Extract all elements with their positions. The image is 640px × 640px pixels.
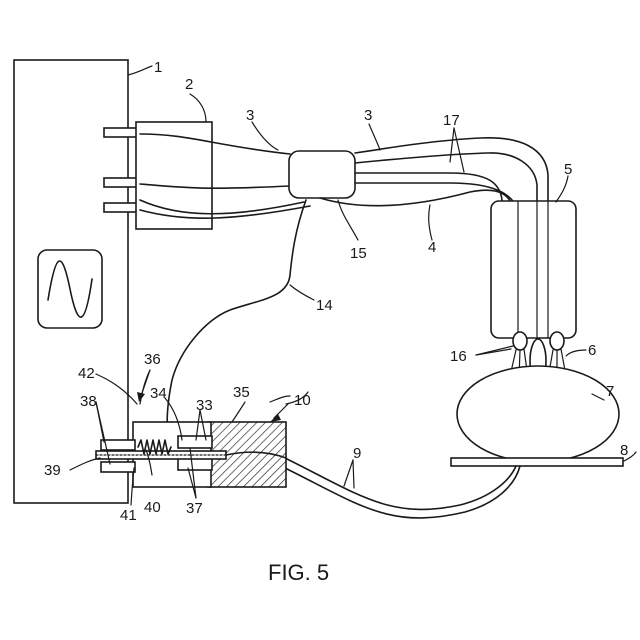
label-2: 2 — [185, 76, 193, 93]
label-40: 40 — [144, 499, 161, 516]
label-35: 35 — [233, 384, 250, 401]
label-33: 33 — [196, 397, 213, 414]
target-body — [457, 366, 619, 462]
cable-hub — [289, 151, 355, 198]
handpiece-body — [491, 201, 576, 338]
sine-wave-icon — [38, 250, 102, 328]
figure-caption: FIG. 5 — [268, 560, 329, 585]
label-4: 4 — [428, 239, 436, 256]
label-9: 9 — [353, 445, 361, 462]
label-36: 36 — [144, 351, 161, 368]
label-15: 15 — [350, 245, 367, 262]
label-41: 41 — [120, 507, 137, 524]
label-39: 39 — [44, 462, 61, 479]
label-10: 10 — [294, 392, 311, 409]
label-42: 42 — [78, 365, 95, 382]
label-16: 16 — [450, 348, 467, 365]
base-plate — [451, 458, 623, 466]
label-7: 7 — [606, 383, 614, 400]
label-5: 5 — [564, 161, 572, 178]
label-14: 14 — [316, 297, 333, 314]
return-cable — [285, 458, 520, 518]
label-17: 17 — [443, 112, 460, 129]
label-1: 1 — [154, 59, 162, 76]
label-3a: 3 — [246, 107, 254, 124]
label-37: 37 — [186, 500, 203, 517]
label-3b: 3 — [364, 107, 372, 124]
label-34: 34 — [150, 385, 167, 402]
label-8: 8 — [620, 442, 628, 459]
label-6: 6 — [588, 342, 596, 359]
label-38: 38 — [80, 393, 97, 410]
